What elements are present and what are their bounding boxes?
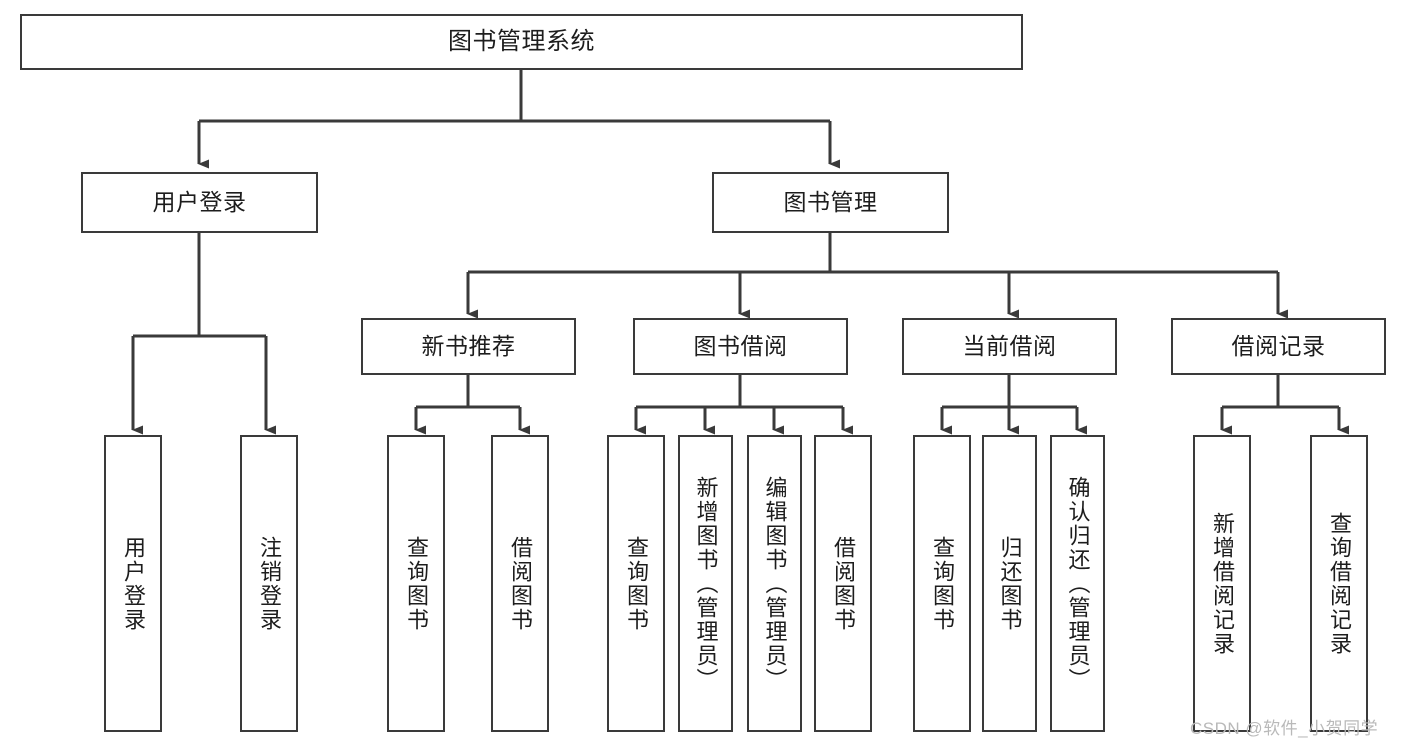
node-label: 查询图书 [624,535,649,632]
node-root-book-management-system[interactable]: 图书管理系统 [20,14,1023,70]
leaf-record-query-record[interactable]: 查询借阅记录 [1310,435,1368,732]
leaf-current-query-books[interactable]: 查询图书 [913,435,971,732]
node-label: 新增图书（管理员） [693,475,719,692]
node-label: 借阅记录 [1231,332,1326,359]
node-label: 新书推荐 [421,332,516,359]
node-book-borrowing[interactable]: 图书借阅 [633,318,848,375]
leaf-borrow-query-books[interactable]: 查询图书 [607,435,665,732]
node-user-login[interactable]: 用户登录 [81,172,318,233]
node-label: 图书管理系统 [448,27,595,55]
csdn-watermark: CSDN @软件_小贺同学 [1190,719,1379,738]
node-label: 查询图书 [930,535,955,632]
node-label: 查询借阅记录 [1327,511,1352,656]
node-label: 用户登录 [152,188,247,215]
leaf-current-confirm-return-admin[interactable]: 确认归还（管理员） [1050,435,1105,732]
node-label: 用户登录 [121,535,146,632]
node-label: 查询图书 [404,535,429,632]
node-label: 图书管理 [783,188,878,215]
node-book-management[interactable]: 图书管理 [712,172,949,233]
leaf-new-book-borrow-books[interactable]: 借阅图书 [491,435,549,732]
leaf-record-add-record[interactable]: 新增借阅记录 [1193,435,1251,732]
leaf-borrow-borrow-books[interactable]: 借阅图书 [814,435,872,732]
node-label: 新增借阅记录 [1210,511,1235,656]
node-label: 借阅图书 [508,535,533,632]
node-borrowing-records[interactable]: 借阅记录 [1171,318,1386,375]
node-current-borrowing[interactable]: 当前借阅 [902,318,1117,375]
node-label: 注销登录 [257,535,282,632]
node-label: 归还图书 [997,535,1023,632]
node-new-book-recommendation[interactable]: 新书推荐 [361,318,576,375]
node-label: 确认归还（管理员） [1065,475,1091,692]
leaf-user-login-logout[interactable]: 注销登录 [240,435,298,732]
leaf-borrow-add-book-admin[interactable]: 新增图书（管理员） [678,435,733,732]
node-label: 当前借阅 [962,332,1057,359]
node-label: 借阅图书 [831,535,856,632]
node-label: 图书借阅 [693,332,788,359]
node-label: 编辑图书（管理员） [762,475,788,692]
leaf-new-book-query-books[interactable]: 查询图书 [387,435,445,732]
leaf-current-return-books[interactable]: 归还图书 [982,435,1037,732]
leaf-user-login-login[interactable]: 用户登录 [104,435,162,732]
leaf-borrow-edit-book-admin[interactable]: 编辑图书（管理员） [747,435,802,732]
